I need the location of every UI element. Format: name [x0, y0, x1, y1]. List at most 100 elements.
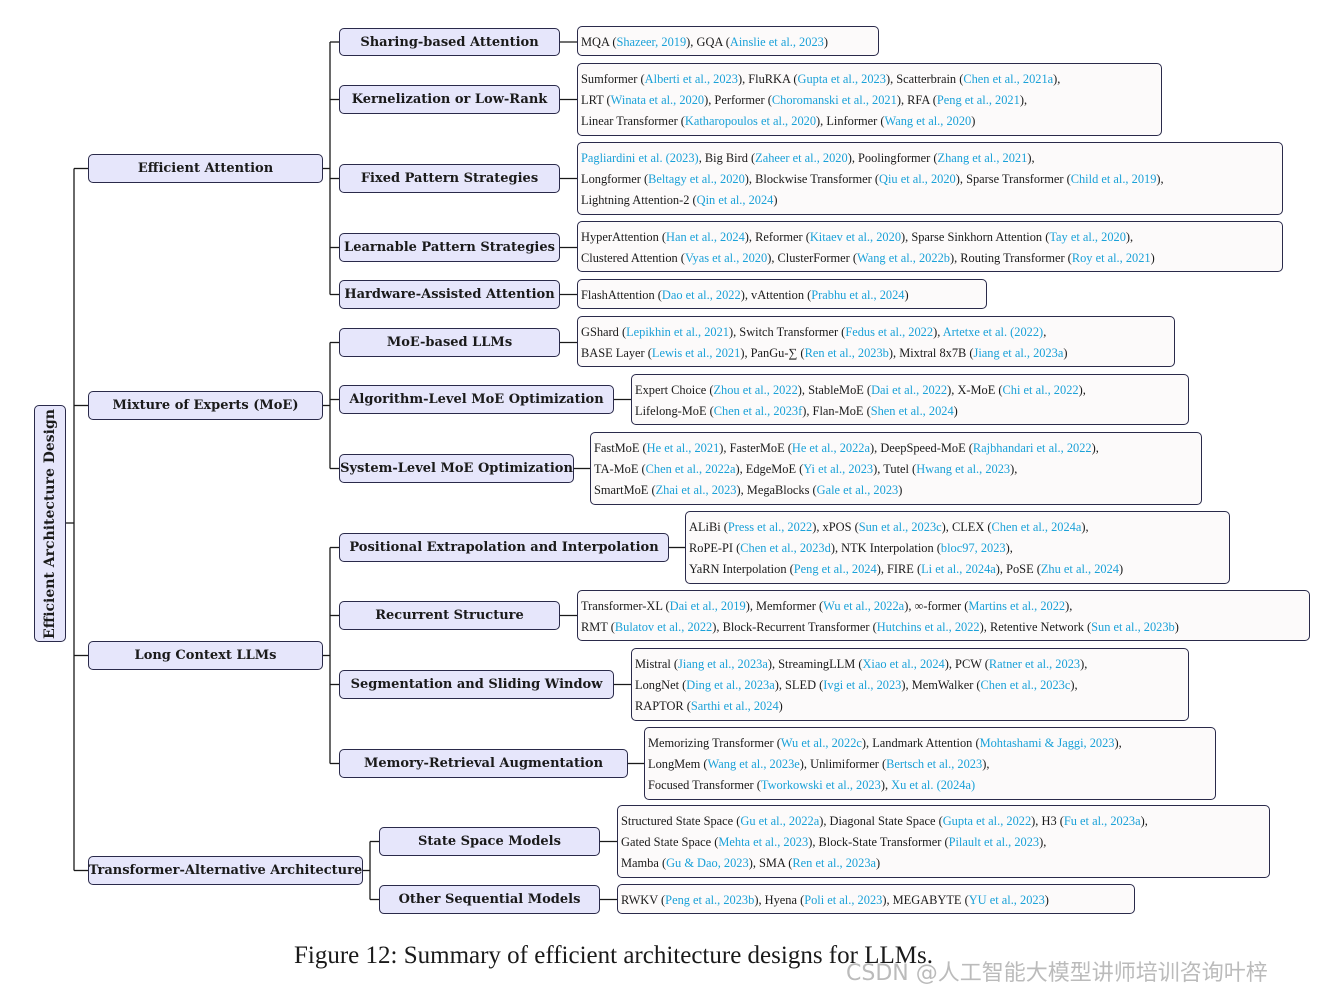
citation-link[interactable]: Chen et al., 2022a	[645, 462, 736, 476]
citation-link[interactable]: Lepikhin et al., 2021	[626, 324, 729, 339]
citation-link[interactable]: Bulatov et al., 2022	[614, 619, 713, 634]
citation-link[interactable]: Ren et al., 2023b	[804, 345, 889, 360]
citation-link[interactable]: Martins et al., 2022	[968, 598, 1066, 613]
citation-link[interactable]: Wang et al., 2020	[884, 114, 972, 128]
method-text: ), Hyena (	[754, 892, 805, 907]
citation-link[interactable]: Chen et al., 2023f	[713, 403, 803, 418]
citation-link[interactable]: Ratner et al., 2023	[988, 657, 1081, 671]
citation-link[interactable]: Bertsch et al., 2023	[886, 757, 983, 771]
citation-link[interactable]: Zhu et al., 2024	[1040, 562, 1119, 576]
subcategory-node-learnable-pattern-strategies: Learnable Pattern Strategies	[339, 233, 560, 262]
citation-link[interactable]: Wang et al., 2022b	[857, 250, 950, 265]
citation-link[interactable]: Dao et al., 2022	[661, 287, 741, 302]
citation-link[interactable]: Zaheer et al., 2020	[755, 151, 848, 165]
citation-link[interactable]: Lewis et al., 2021	[651, 345, 741, 360]
citation-link[interactable]: Chen et al., 2021a	[963, 72, 1054, 86]
citation-link[interactable]: Jiang et al., 2023a	[973, 345, 1064, 360]
citation-link[interactable]: Rajbhandari et al., 2022	[972, 441, 1092, 455]
citation-link[interactable]: Katharopoulos et al., 2020	[684, 114, 817, 128]
citation-link[interactable]: YU et al., 2023	[968, 892, 1045, 907]
method-text: SmartMoE (	[594, 483, 656, 497]
citation-link[interactable]: Zhang et al., 2021	[937, 151, 1028, 165]
citation-link[interactable]: Han et al., 2024	[666, 229, 745, 244]
citation-link[interactable]: Prabhu et al., 2024	[811, 287, 905, 302]
citation-link[interactable]: Hutchins et al., 2022	[876, 619, 980, 634]
citation-link[interactable]: Gupta et al., 2023	[797, 72, 886, 86]
citation-link[interactable]: Hwang et al., 2023	[916, 462, 1011, 476]
citation-link[interactable]: Fedus et al., 2022	[845, 324, 934, 339]
citation-link[interactable]: Chen et al., 2023c	[980, 678, 1071, 692]
citation-link[interactable]: Gale et al., 2023	[816, 483, 899, 497]
method-text: ),	[1065, 598, 1073, 613]
citation-link[interactable]: Mohtashami & Jaggi, 2023	[979, 736, 1115, 750]
leaf-box-state-space-models: Structured State Space (Gu et al., 2022a…	[617, 805, 1270, 878]
citation-link[interactable]: Mehta et al., 2023	[718, 835, 809, 849]
citation-link[interactable]: Pilault et al., 2023	[948, 835, 1040, 849]
subcategory-node-segmentation-and-sliding-window: Segmentation and Sliding Window	[339, 670, 614, 699]
citation-link[interactable]: Shazeer, 2019	[616, 34, 687, 49]
citation-link[interactable]: Gu et al., 2022a	[740, 814, 820, 828]
citation-link[interactable]: Wang et al., 2023e	[707, 757, 800, 771]
citation-link[interactable]: Ren et al., 2023a	[792, 856, 877, 870]
citation-link[interactable]: Zhou et al., 2022	[713, 382, 798, 397]
citation-link[interactable]: bloc97, 2023	[940, 541, 1006, 555]
citation-link[interactable]: Li et al., 2024a	[921, 562, 996, 576]
citation-link[interactable]: Peng et al., 2021	[936, 93, 1020, 107]
method-text: Lightning Attention-2 (	[581, 193, 697, 207]
citation-link[interactable]: Gupta et al., 2022	[942, 814, 1032, 828]
citation-link[interactable]: Gu & Dao, 2023	[666, 856, 749, 870]
method-text: ), Tutel (	[873, 462, 917, 476]
citation-link[interactable]: Chen et al., 2023d	[740, 541, 831, 555]
citation-link[interactable]: Sarthi et al., 2024	[690, 699, 779, 713]
citation-link[interactable]: Fu et al., 2023a	[1063, 814, 1141, 828]
citation-link[interactable]: Ainslie et al., 2023	[729, 34, 824, 49]
subcategory-node-positional-extrapolation-and-interpolation: Positional Extrapolation and Interpolati…	[339, 533, 669, 562]
citation-link[interactable]: Shen et al., 2024	[870, 403, 954, 418]
citation-link[interactable]: Xiao et al., 2024	[862, 657, 945, 671]
citation-link[interactable]: Jiang et al., 2023a	[678, 657, 768, 671]
citation-link[interactable]: Roy et al., 2021	[1071, 250, 1151, 265]
citation-link[interactable]: Pagliardini et al. (2023)	[581, 151, 699, 165]
citation-link[interactable]: Sun et al., 2023c	[858, 520, 942, 534]
citation-link[interactable]: Chen et al., 2024a	[991, 520, 1082, 534]
citation-link[interactable]: Qin et al., 2024	[696, 193, 774, 207]
citation-link[interactable]: Beltagy et al., 2020	[648, 172, 745, 186]
citation-link[interactable]: Sun et al., 2023b	[1091, 619, 1175, 634]
citation-link[interactable]: Child et al., 2019	[1070, 172, 1157, 186]
leaf-box-other-sequential-models: RWKV (Peng et al., 2023b), Hyena (Poli e…	[617, 884, 1135, 914]
citation-link[interactable]: Poli et al., 2023	[804, 892, 883, 907]
citation-link[interactable]: Wu et al., 2022a	[823, 598, 905, 613]
citation-link[interactable]: Dai et al., 2022	[871, 382, 948, 397]
citation-link[interactable]: Tworkowski et al., 2023	[760, 778, 881, 792]
subcategory-node-hardware-assisted-attention: Hardware-Assisted Attention	[339, 280, 560, 309]
citation-link[interactable]: Artetxe et al. (2022)	[942, 324, 1044, 339]
citation-link[interactable]: Zhai et al., 2023	[655, 483, 737, 497]
citation-link[interactable]: Choromanski et al., 2021	[771, 93, 897, 107]
citation-link[interactable]: He et al., 2022a	[791, 441, 870, 455]
method-text: ),	[1039, 835, 1047, 849]
citation-link[interactable]: Kitaev et al., 2020	[809, 229, 902, 244]
citation-link[interactable]: Winata et al., 2020	[610, 93, 705, 107]
citation-link[interactable]: Ivgi et al., 2023	[823, 678, 902, 692]
citation-link[interactable]: He et al., 2021	[646, 441, 720, 455]
citation-link[interactable]: Yi et al., 2023	[803, 462, 874, 476]
leaf-line: FlashAttention (Dao et al., 2022), vAtte…	[581, 285, 983, 306]
citation-link[interactable]: Peng et al., 2023b	[665, 892, 755, 907]
citation-link[interactable]: Alberti et al., 2023	[644, 72, 738, 86]
method-text: RoPE-PI (	[689, 541, 741, 555]
citation-link[interactable]: Press et al., 2022	[727, 520, 813, 534]
citation-link[interactable]: Ding et al., 2023a	[686, 678, 775, 692]
citation-link[interactable]: Tay et al., 2020	[1049, 229, 1126, 244]
citation-link[interactable]: Chi et al., 2022	[1002, 382, 1079, 397]
citation-link[interactable]: Wu et al., 2022c	[780, 736, 862, 750]
citation-link[interactable]: Xu et al. (2024a)	[891, 778, 976, 792]
method-text: ),	[1027, 151, 1035, 165]
citation-link[interactable]: Peng et al., 2024	[793, 562, 877, 576]
method-text: ), CLEX (	[941, 520, 992, 534]
method-text: )	[1118, 562, 1124, 576]
citation-link[interactable]: Dai et al., 2019	[669, 598, 746, 613]
citation-link[interactable]: Qiu et al., 2020	[879, 172, 956, 186]
citation-link[interactable]: Vyas et al., 2020	[684, 250, 768, 265]
method-text: )	[823, 34, 828, 49]
